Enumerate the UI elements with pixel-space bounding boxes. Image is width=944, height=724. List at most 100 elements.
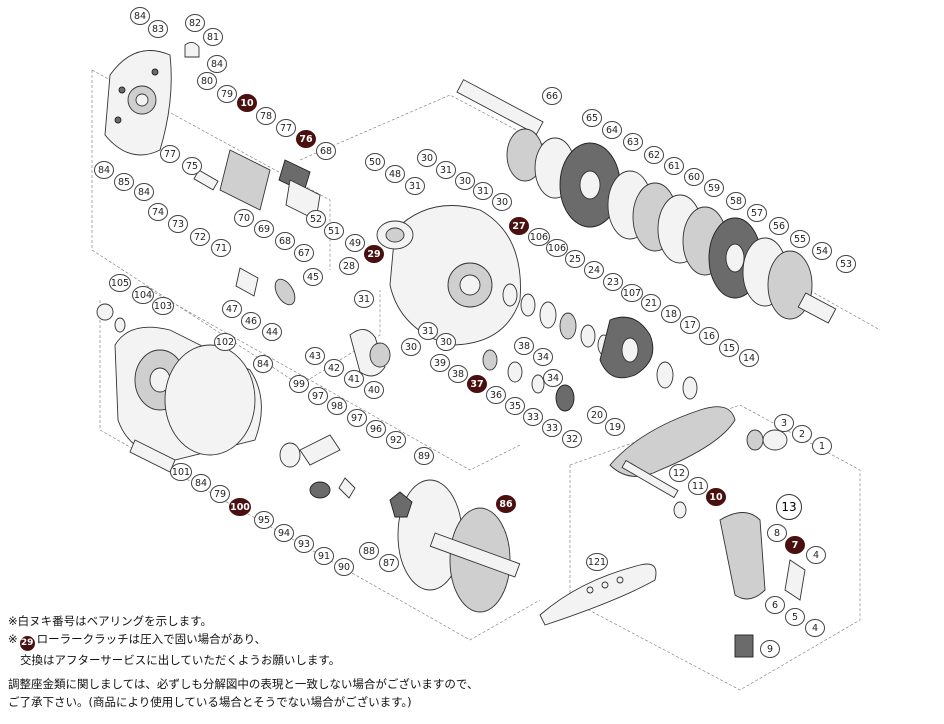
callout-84: 84 xyxy=(191,474,211,492)
callout-marker xyxy=(354,290,374,308)
callout-label: 97 xyxy=(351,413,363,424)
callout-marker xyxy=(664,157,684,175)
callout-marker xyxy=(542,87,562,105)
callout-41: 41 xyxy=(344,370,364,388)
callout-label: 68 xyxy=(320,146,332,157)
note-line-1: ※白ヌキ番号はベアリングを示します。 xyxy=(8,614,212,628)
callout-marker xyxy=(241,312,261,330)
callout-label: 90 xyxy=(338,562,350,573)
callout-marker xyxy=(767,524,787,542)
callout-label: 55 xyxy=(794,234,806,245)
callout-23: 23 xyxy=(603,273,623,291)
callout-label: 78 xyxy=(260,111,272,122)
callout-label: 34 xyxy=(537,352,549,363)
callout-121: 121 xyxy=(586,553,608,571)
callout-20: 20 xyxy=(587,406,607,424)
callout-18: 18 xyxy=(661,305,681,323)
callout-79: 79 xyxy=(217,85,237,103)
callout-marker xyxy=(584,261,604,279)
callout-marker xyxy=(543,369,563,387)
callout-label: 31 xyxy=(358,294,370,305)
callout-marker xyxy=(114,173,134,191)
callout-84: 84 xyxy=(130,7,150,25)
callout-marker xyxy=(430,354,450,372)
callout-74: 74 xyxy=(148,203,168,221)
callout-label: 11 xyxy=(692,481,704,492)
callout-marker xyxy=(812,437,832,455)
callout-label: 40 xyxy=(368,385,380,396)
callout-63: 63 xyxy=(623,133,643,151)
set-label-13: 13 xyxy=(776,494,802,520)
callout-51: 51 xyxy=(324,222,344,240)
callout-label: 76 xyxy=(299,134,313,145)
callout-marker xyxy=(414,447,434,465)
callout-marker xyxy=(152,297,174,315)
callout-65: 65 xyxy=(582,109,602,127)
callout-marker xyxy=(505,397,525,415)
callout-marker xyxy=(379,554,399,572)
callout-label: 18 xyxy=(665,309,677,320)
callout-label: 63 xyxy=(627,137,639,148)
callout-label: 69 xyxy=(258,224,270,235)
callout-label: 42 xyxy=(328,363,340,374)
callout-10: 10 xyxy=(706,488,726,506)
callout-layer: 8483828184807910787776687775848584747372… xyxy=(94,7,856,658)
callout-marker xyxy=(130,7,150,25)
callout-2: 2 xyxy=(792,425,812,443)
callout-label: 33 xyxy=(527,412,539,423)
callout-label: 31 xyxy=(440,165,452,176)
callout-marker xyxy=(684,168,704,186)
callout-label: 15 xyxy=(723,343,735,354)
callout-14: 14 xyxy=(739,349,759,367)
callout-81: 81 xyxy=(203,28,223,46)
callout-label: 32 xyxy=(566,434,578,445)
callout-marker xyxy=(760,640,780,658)
callout-label: 44 xyxy=(266,327,278,338)
callout-label: 62 xyxy=(648,150,660,161)
callout-7: 7 xyxy=(785,536,805,554)
callout-marker xyxy=(546,239,568,257)
drive-gear-stack xyxy=(482,283,698,412)
callout-label: 67 xyxy=(298,248,310,259)
callout-83: 83 xyxy=(148,20,168,38)
callout-marker xyxy=(582,109,602,127)
callout-43: 43 xyxy=(305,347,325,365)
callout-marker xyxy=(641,294,661,312)
callout-marker xyxy=(211,239,231,257)
callout-marker xyxy=(197,72,217,90)
callout-42: 42 xyxy=(324,359,344,377)
callout-label: 102 xyxy=(216,337,234,348)
callout-label: 58 xyxy=(730,196,742,207)
callout-marker xyxy=(364,381,384,399)
callout-label: 97 xyxy=(312,391,324,402)
drag-stack xyxy=(456,79,837,324)
callout-label: 5 xyxy=(792,612,798,623)
callout-label: 106 xyxy=(548,243,566,254)
callout-31: 31 xyxy=(354,290,374,308)
callout-84: 84 xyxy=(94,161,114,179)
callout-marker xyxy=(836,255,856,273)
callout-67: 67 xyxy=(294,244,314,262)
callout-label: 84 xyxy=(134,11,146,22)
handle-assembly xyxy=(609,406,806,658)
callout-label: 101 xyxy=(172,467,190,478)
callout-marker xyxy=(739,349,759,367)
callout-marker xyxy=(417,149,437,167)
callout-marker xyxy=(719,339,739,357)
callout-marker xyxy=(364,245,384,263)
callout-75: 75 xyxy=(182,157,202,175)
callout-marker xyxy=(214,333,236,351)
callout-marker xyxy=(726,192,746,210)
callout-marker xyxy=(562,430,582,448)
callout-marker xyxy=(276,119,296,137)
callout-marker xyxy=(132,286,154,304)
callout-marker xyxy=(327,397,347,415)
callout-label: 43 xyxy=(309,351,321,362)
callout-marker xyxy=(148,203,168,221)
callout-label: 74 xyxy=(152,207,164,218)
callout-marker xyxy=(190,228,210,246)
center-frame-assembly xyxy=(349,205,521,377)
callout-marker xyxy=(688,477,708,495)
callout-marker xyxy=(170,463,192,481)
